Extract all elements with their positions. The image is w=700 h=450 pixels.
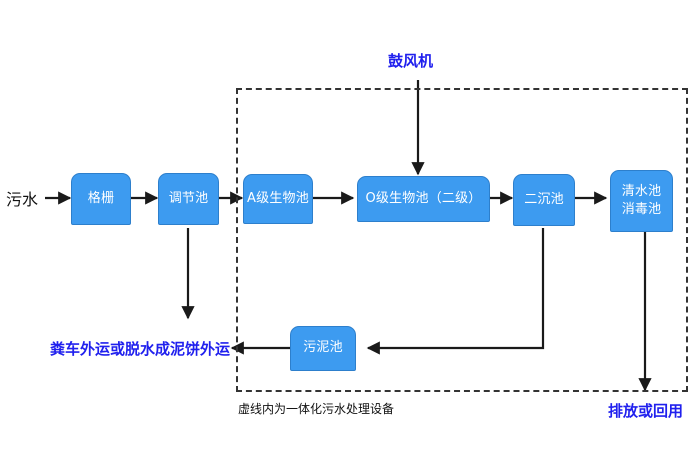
- node-a-stage-bio-tank-label: A级生物池: [247, 190, 309, 206]
- node-clean-water-tank-label-line1: 清水池: [621, 184, 662, 200]
- node-grille-label: 格栅: [87, 190, 115, 206]
- inlet-label: 污水: [6, 190, 39, 209]
- boundary-caption: 虚线内为一体化污水处理设备: [238, 402, 395, 416]
- node-secondary-settling-tank[interactable]: 二沉池: [513, 174, 575, 226]
- sludge-disposal-label: 粪车外运或脱水成泥饼外运: [50, 340, 231, 358]
- effluent-label: 排放或回用: [608, 402, 684, 420]
- integrated-equipment-boundary: [236, 88, 688, 392]
- node-grille[interactable]: 格栅: [71, 173, 131, 225]
- node-regulating-tank-label: 调节池: [168, 190, 209, 206]
- node-secondary-settling-tank-label: 二沉池: [524, 191, 564, 207]
- node-clean-water-tank-label-line2: 消毒池: [621, 202, 662, 217]
- node-o-stage-bio-tank[interactable]: O级生物池（二级）: [357, 176, 490, 222]
- blower-label: 鼓风机: [388, 52, 434, 70]
- node-sludge-tank-label: 污泥池: [303, 340, 343, 356]
- node-o-stage-bio-tank-label: O级生物池（二级）: [365, 190, 482, 206]
- node-regulating-tank[interactable]: 调节池: [158, 173, 219, 225]
- node-clean-water-tank[interactable]: 清水池 消毒池: [610, 170, 673, 232]
- node-sludge-tank[interactable]: 污泥池: [290, 326, 356, 371]
- node-a-stage-bio-tank[interactable]: A级生物池: [243, 174, 313, 224]
